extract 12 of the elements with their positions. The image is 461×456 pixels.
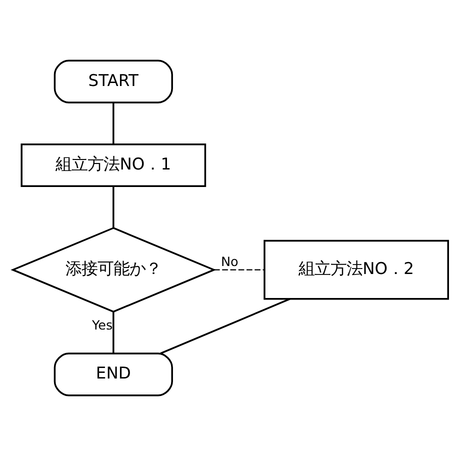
connector — [112, 102, 114, 144]
edge-label: Yes — [92, 318, 113, 334]
node-box: 組立方法NO．2 — [264, 240, 449, 300]
connector — [112, 312, 114, 354]
node-diamond: 添接可能か？ — [10, 227, 216, 313]
connector — [112, 186, 114, 228]
connector — [214, 269, 264, 270]
node-box: 組立方法NO．1 — [20, 143, 206, 188]
node-box: START — [54, 60, 173, 104]
edge-label: No — [221, 255, 238, 270]
connector — [160, 298, 290, 354]
node-box: END — [54, 352, 173, 396]
